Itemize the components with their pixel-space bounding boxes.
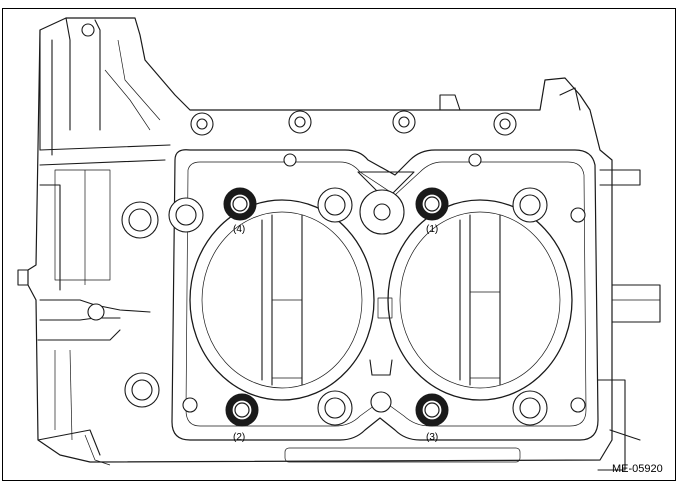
top-bolt-row	[190, 87, 581, 136]
callout-bolt-1: (1)	[426, 224, 438, 235]
left-side-bolt-hole	[87, 303, 105, 321]
callout-bolt-4: (4)	[233, 224, 245, 235]
bolt-4	[223, 187, 257, 221]
top-left-bolt-hole	[81, 23, 95, 37]
head-bolt-holes	[121, 153, 586, 426]
bolt-3	[415, 393, 449, 427]
bolt-1	[415, 187, 449, 221]
figure-frame	[2, 8, 676, 481]
block-right-side	[597, 169, 661, 471]
right-cylinder-bore	[387, 199, 573, 401]
cylinder-deck	[171, 149, 599, 463]
figure-code: ME-05920	[612, 463, 663, 475]
callout-bolt-2: (2)	[233, 432, 245, 443]
bolt-2	[225, 393, 259, 427]
callout-bolt-3: (3)	[426, 432, 438, 443]
